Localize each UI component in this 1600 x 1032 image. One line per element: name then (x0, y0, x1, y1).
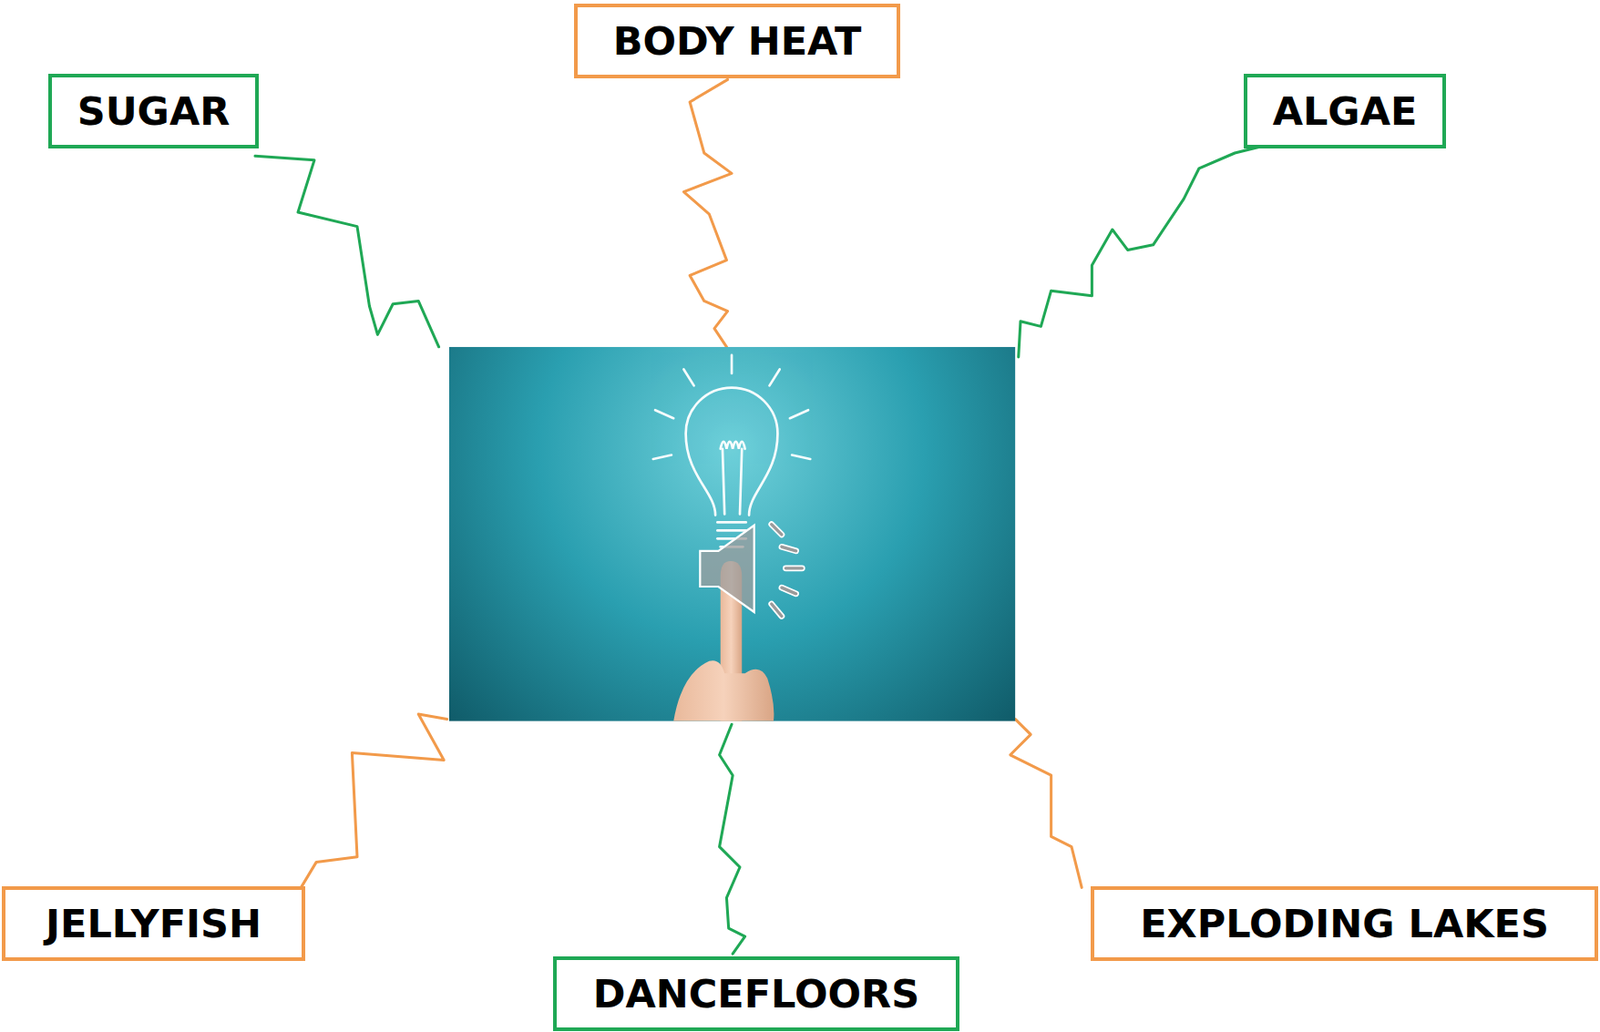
leader-line (683, 79, 732, 347)
topic-box: BODY HEAT (574, 3, 901, 79)
leader-line (255, 155, 440, 347)
topic-box: ALGAE (1243, 73, 1447, 149)
topic-box: DANCEFLOORS (553, 956, 960, 1032)
topic-label: JELLYFISH (45, 904, 262, 944)
topic-box: EXPLODING LAKES (1090, 886, 1599, 962)
topic-label: SUGAR (77, 92, 231, 132)
topic-label: BODY HEAT (613, 21, 862, 62)
topic-box: JELLYFISH (1, 886, 306, 962)
leader-line (1010, 719, 1082, 889)
topic-box: SUGAR (48, 73, 259, 149)
leader-line (719, 724, 746, 954)
leader-line (300, 714, 447, 888)
topic-label: DANCEFLOORS (593, 974, 920, 1015)
topic-label: ALGAE (1272, 92, 1418, 132)
lightbulb-picture (449, 347, 1016, 722)
leader-line (1018, 145, 1264, 358)
topic-label: EXPLODING LAKES (1139, 904, 1549, 944)
